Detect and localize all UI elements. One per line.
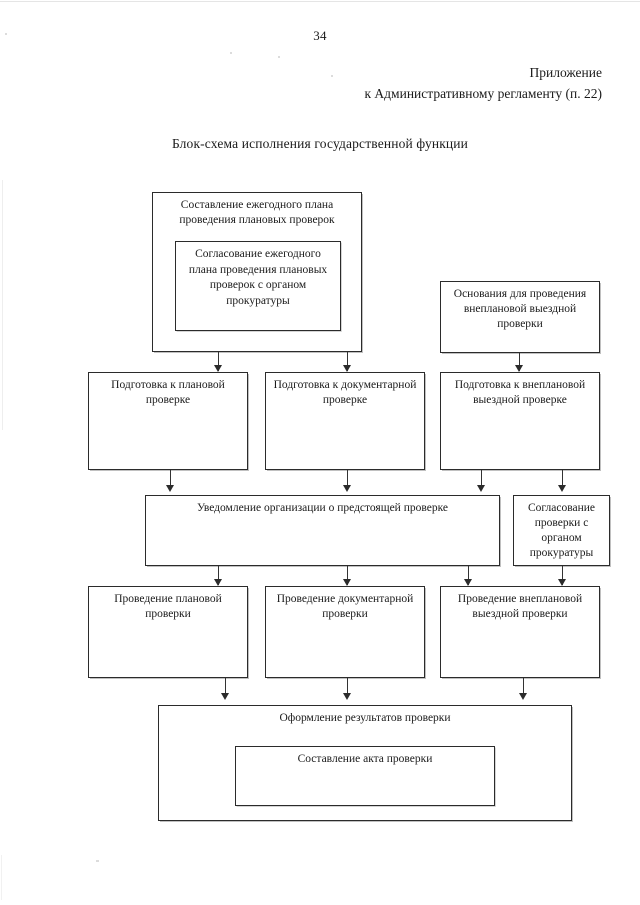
- connector-plan-to-prep-scheduled: [218, 352, 219, 371]
- node-prep-documentary: Подготовка к документарной проверке: [265, 372, 425, 470]
- scan-edge-left: [2, 180, 3, 430]
- node-annual-plan: Составление ежегодного плана проведения …: [152, 192, 362, 352]
- node-annual-plan-label: Составление ежегодного плана проведения …: [179, 199, 335, 226]
- scan-speck: [278, 56, 280, 58]
- arrowhead: [558, 485, 566, 492]
- arrowhead: [214, 579, 222, 586]
- arrowhead: [515, 365, 523, 372]
- node-annual-plan-approval: Согласование ежегодного плана проведения…: [175, 241, 341, 331]
- connector-notification-to-conduct-unscheduled: [468, 566, 469, 585]
- node-results: Оформление результатов проверки Составле…: [158, 705, 572, 821]
- arrowhead: [519, 693, 527, 700]
- connector-plan-to-prep-documentary: [347, 352, 348, 371]
- connector-prep-unscheduled-to-prosecutor-approval: [562, 470, 563, 490]
- node-prep-scheduled: Подготовка к плановой проверке: [88, 372, 248, 470]
- node-prep-scheduled-label: Подготовка к плановой проверке: [111, 379, 225, 406]
- node-prep-unscheduled-label: Подготовка к внеплановой выездной провер…: [454, 379, 586, 406]
- scan-speck: [331, 75, 333, 77]
- node-unscheduled-grounds: Основания для проведения внеплановой вые…: [440, 281, 600, 353]
- scan-edge-top: [0, 1, 640, 2]
- node-prosecutor-approval: Согласование проверки с органом прокурат…: [513, 495, 610, 566]
- page-title: Блок-схема исполнения государственной фу…: [171, 136, 469, 151]
- node-conduct-documentary-label: Проведение документарной проверки: [276, 593, 414, 620]
- connector-prep-unscheduled-to-notification: [481, 470, 482, 490]
- scan-edge-left-2: [1, 855, 2, 900]
- connector-conduct-scheduled-to-results: [225, 678, 226, 698]
- arrowhead: [343, 485, 351, 492]
- arrowhead: [166, 485, 174, 492]
- appendix-line-2: к Административному регламенту (п. 22): [364, 86, 603, 101]
- node-act-label: Составление акта проверки: [297, 753, 433, 765]
- node-results-label: Оформление результатов проверки: [279, 712, 451, 724]
- connector-prosecutor-approval-to-conduct-unscheduled: [562, 566, 563, 585]
- page-number: 34: [313, 28, 327, 43]
- arrowhead: [464, 579, 472, 586]
- scan-speck: [5, 33, 7, 35]
- appendix-reference: Приложение к Административному регламент…: [365, 62, 603, 104]
- node-conduct-unscheduled-label: Проведение внеплановой выездной проверки: [457, 593, 583, 620]
- arrowhead: [343, 579, 351, 586]
- arrowhead: [214, 365, 222, 372]
- connector-notification-to-conduct-scheduled: [218, 566, 219, 585]
- node-notification: Уведомление организации о предстоящей пр…: [145, 495, 500, 566]
- appendix-line-1: Приложение: [529, 65, 602, 80]
- connector-grounds-to-prep-unscheduled: [519, 353, 520, 371]
- arrowhead: [558, 579, 566, 586]
- arrowhead: [343, 693, 351, 700]
- arrowhead: [221, 693, 229, 700]
- node-unscheduled-grounds-label: Основания для проведения внеплановой вые…: [453, 288, 587, 330]
- scan-speck: [230, 52, 232, 54]
- arrowhead: [477, 485, 485, 492]
- arrowhead: [343, 365, 351, 372]
- node-prep-unscheduled: Подготовка к внеплановой выездной провер…: [440, 372, 600, 470]
- node-conduct-documentary: Проведение документарной проверки: [265, 586, 425, 678]
- node-conduct-scheduled: Проведение плановой проверки: [88, 586, 248, 678]
- node-annual-plan-approval-label: Согласование ежегодного плана проведения…: [188, 248, 328, 307]
- connector-notification-to-conduct-documentary: [347, 566, 348, 585]
- node-notification-label: Уведомление организации о предстоящей пр…: [197, 502, 448, 514]
- connector-prep-documentary-to-notification: [347, 470, 348, 490]
- node-prep-documentary-label: Подготовка к документарной проверке: [273, 379, 417, 406]
- node-conduct-scheduled-label: Проведение плановой проверки: [114, 593, 222, 620]
- node-conduct-unscheduled: Проведение внеплановой выездной проверки: [440, 586, 600, 678]
- connector-conduct-documentary-to-results: [347, 678, 348, 698]
- node-prosecutor-approval-label: Согласование проверки с органом прокурат…: [527, 502, 596, 559]
- connector-conduct-unscheduled-to-results: [523, 678, 524, 698]
- node-act: Составление акта проверки: [235, 746, 495, 806]
- scan-speck: [96, 860, 99, 862]
- connector-prep-scheduled-to-notification: [170, 470, 171, 490]
